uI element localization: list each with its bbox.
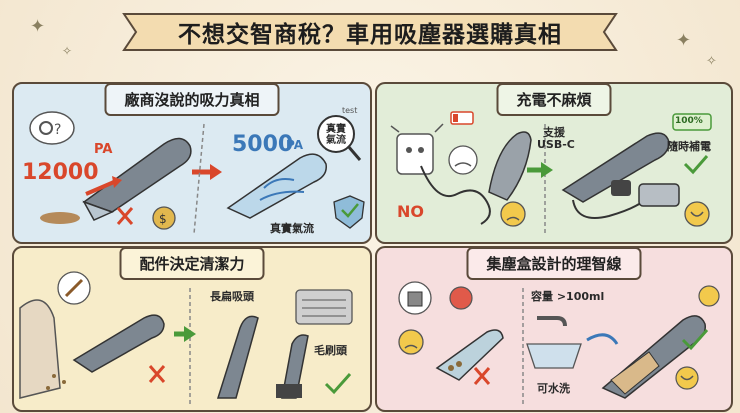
battery-percent: 100% [675,116,703,126]
no-label: NO [397,202,424,221]
svg-text:?: ? [54,122,61,138]
title-banner: 不想交智商稅？車用吸塵器選購真相 [104,10,636,54]
panel-accessories: 配件決定清潔力 長扁吸頭 毛刷頭 [12,246,372,412]
sparkle-icon: ✧ [62,44,73,58]
brush-head-label: 毛刷頭 [314,344,347,357]
panel-title: 廠商沒說的吸力真相 [104,84,280,116]
anytime-charge-label: 隨時補電 [667,140,711,153]
magnifier-label: 真實氣流 [326,124,346,146]
claimed-suction-unit: PA [94,142,113,157]
washable-label: 可水洗 [537,382,570,395]
page-title: 不想交智商稅？車用吸塵器選購真相 [178,22,562,48]
panel-title: 充電不麻煩 [496,84,612,116]
svg-text:$: $ [159,212,167,226]
sparkle-icon: ✦ [676,30,692,51]
sparkle-icon: ✧ [706,54,717,69]
support-label: 支援 [543,126,565,139]
panel-charging: 充電不麻煩 NO 支援 USB-C 100% 隨時補電 [375,82,733,244]
real-suction-unit: PA [286,138,303,152]
claimed-suction-value: 12000 [22,160,99,185]
panel-dustbin: 集塵盒設計的理智線 容量 >100ml 可水洗 [375,246,733,412]
capacity-label: 容量 >100ml [531,290,605,303]
panel-title: 配件決定清潔力 [119,248,265,280]
real-suction-value: 5000 [232,132,294,157]
panel-title: 集塵盒設計的理智線 [466,248,642,280]
sparkle-icon: ✦ [30,16,46,37]
usbc-label: USB-C [537,138,575,151]
test-tag: test [342,106,358,115]
panel-suction-truth: ? $ [12,82,372,244]
real-airflow-label: 真實氣流 [270,222,314,235]
long-nozzle-label: 長扁吸頭 [210,290,254,303]
